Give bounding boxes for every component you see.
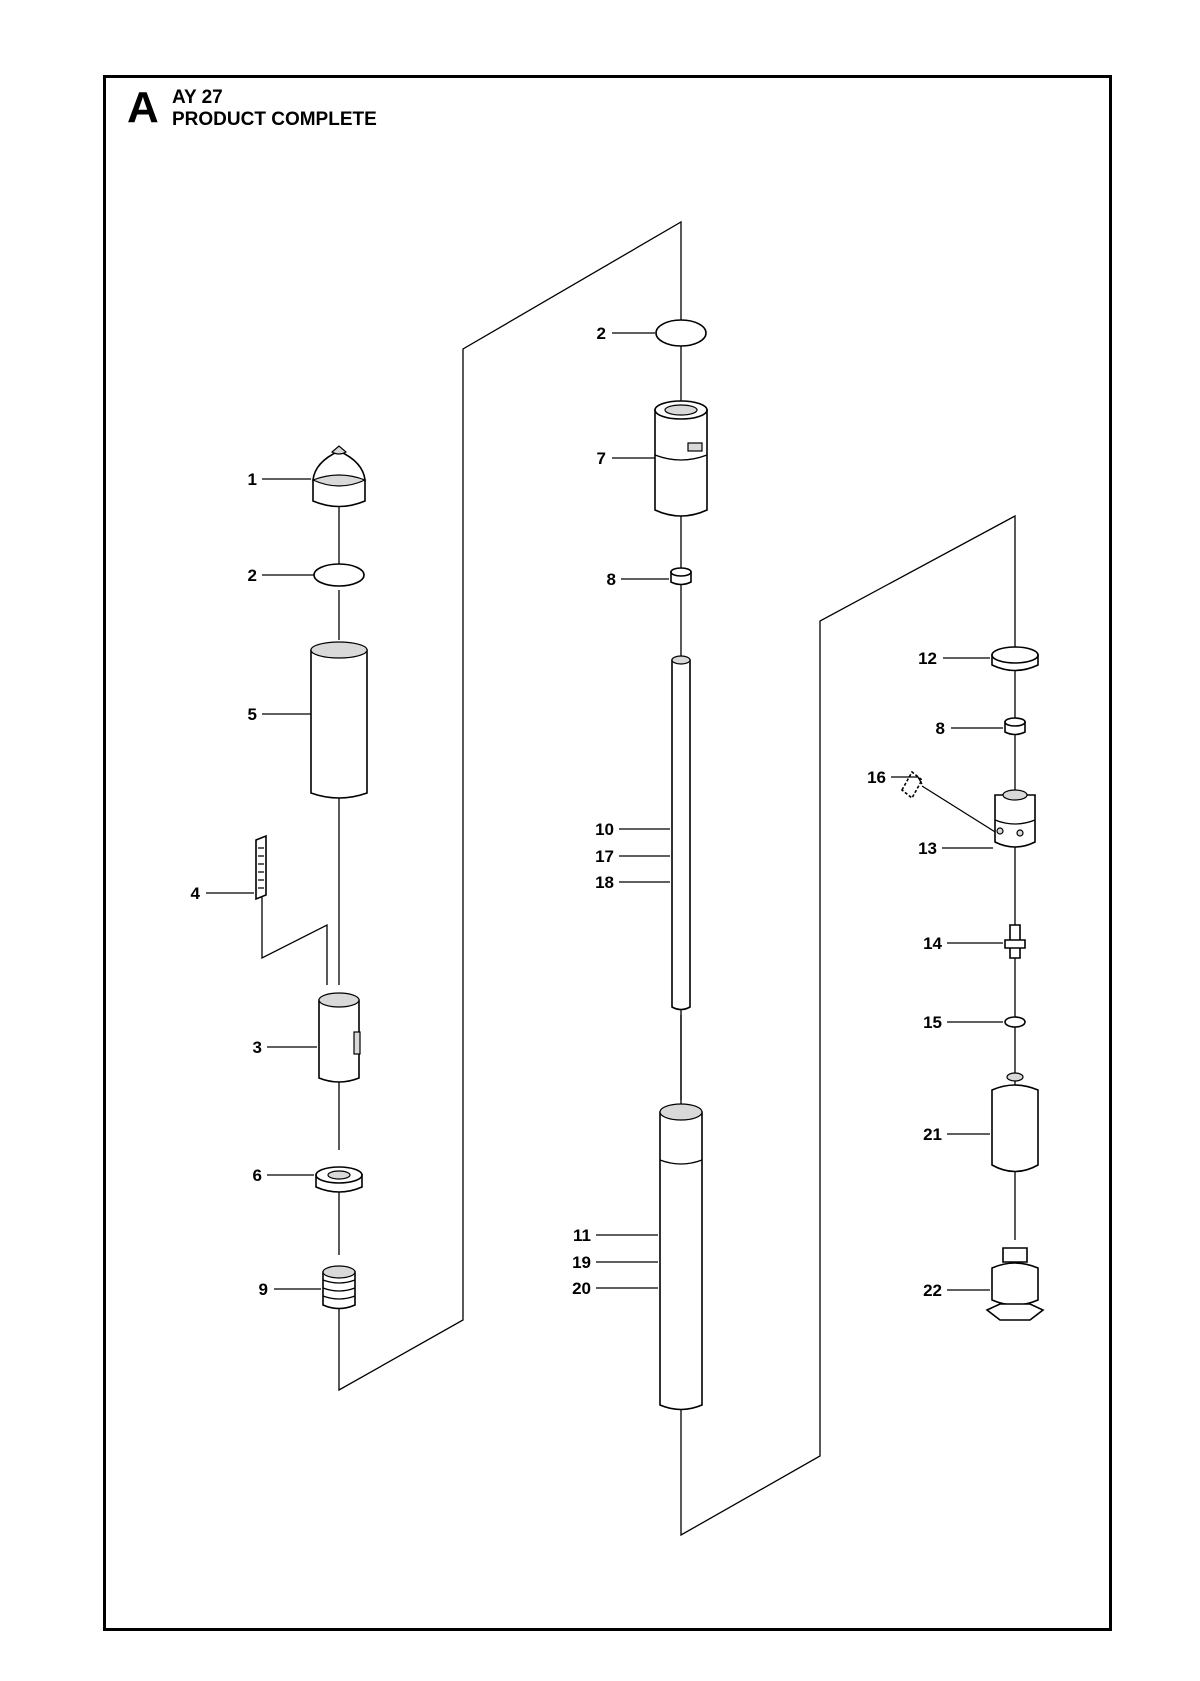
part-8-sleeve <box>670 567 692 586</box>
part-2-o-ring <box>313 563 365 587</box>
part-5-tube <box>310 641 368 799</box>
part-16-pin <box>900 770 1001 836</box>
part-11-tube <box>659 1103 703 1411</box>
callout-11: 11 <box>573 1226 591 1245</box>
assembly-lines <box>261 220 1016 1537</box>
callout-21: 21 <box>923 1125 942 1144</box>
part-3-housing <box>318 992 361 1083</box>
part-12-ring <box>991 646 1039 672</box>
callout-17: 17 <box>595 847 614 866</box>
callout-20: 20 <box>572 1279 591 1298</box>
callout-22: 22 <box>923 1281 942 1300</box>
part-8-sleeve-right <box>1004 717 1026 736</box>
part-10-shaft <box>671 655 691 1011</box>
callout-15: 15 <box>923 1013 942 1032</box>
part-7-coupling <box>654 400 708 517</box>
callout-8-right: 8 <box>936 719 945 738</box>
callout-2: 2 <box>248 566 257 585</box>
callout-7: 7 <box>597 449 606 468</box>
part-14-spindle <box>1004 924 1026 959</box>
callout-12: 12 <box>918 649 937 668</box>
part-21-eccentric <box>991 1072 1039 1173</box>
part-1-cap <box>311 445 367 508</box>
callout-13: 13 <box>918 839 937 858</box>
callout-19: 19 <box>572 1253 591 1272</box>
callout-2-upper: 2 <box>597 324 606 343</box>
part-9-threaded-plug <box>322 1265 356 1310</box>
part-4-label <box>255 834 267 901</box>
callout-16: 16 <box>867 768 886 787</box>
part-2-o-ring-upper <box>655 319 707 347</box>
part-22-lower-assembly <box>985 1247 1045 1321</box>
callout-10: 10 <box>595 820 614 839</box>
leader-lines <box>206 332 1003 1291</box>
part-6-bearing <box>315 1166 363 1193</box>
callout-14: 14 <box>923 934 942 953</box>
section-letter: A <box>127 83 159 132</box>
callout-3: 3 <box>253 1038 262 1057</box>
callout-1: 1 <box>248 470 257 489</box>
callout-6: 6 <box>253 1166 262 1185</box>
diagram-frame <box>103 75 1112 1631</box>
callout-4: 4 <box>191 884 201 903</box>
callout-5: 5 <box>248 705 257 724</box>
callout-8: 8 <box>607 570 616 589</box>
part-13-bearing-holder <box>994 789 1036 848</box>
part-15-washer <box>1004 1016 1026 1028</box>
callout-18: 18 <box>595 873 614 892</box>
callout-9: 9 <box>259 1280 268 1299</box>
model-number: AY 27 <box>172 87 223 108</box>
diagram-title: PRODUCT COMPLETE <box>172 109 377 130</box>
